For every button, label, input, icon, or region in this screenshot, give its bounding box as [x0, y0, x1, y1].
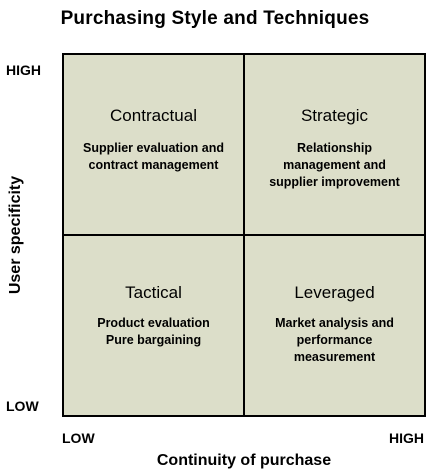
x-axis-title: Continuity of purchase: [156, 452, 332, 469]
x-axis-low-label: LOW: [62, 430, 95, 446]
diagram-title: Purchasing Style and Techniques: [60, 8, 370, 29]
quadrant-strategic: Strategic Relationship management and su…: [244, 55, 424, 235]
description-line: contract management: [88, 158, 219, 172]
quadrant-leveraged: Leveraged Market analysis and performanc…: [244, 235, 424, 415]
quadrant-contractual: Contractual Supplier evaluation and cont…: [64, 55, 244, 235]
quadrant-tactical: Tactical Product evaluation Pure bargain…: [64, 235, 244, 415]
quadrant-name: Leveraged: [294, 283, 375, 302]
quadrant-description: Market analysis and performance measurem…: [251, 315, 418, 366]
description-line: supplier improvement: [269, 175, 400, 189]
description-line: performance: [296, 333, 373, 347]
description-line: management and: [283, 158, 386, 172]
quadrant-matrix: Contractual Supplier evaluation and cont…: [62, 53, 426, 417]
description-line: Pure bargaining: [105, 333, 202, 347]
y-axis-low-label: LOW: [6, 398, 39, 414]
quadrant-name: Tactical: [125, 283, 182, 302]
description-line: measurement: [293, 350, 376, 364]
y-axis-title: User specificity: [7, 175, 24, 295]
y-axis-high-label: HIGH: [6, 62, 41, 78]
description-line: Relationship: [296, 141, 372, 155]
quadrant-description: Supplier evaluation and contract managem…: [70, 140, 237, 174]
description-line: Product evaluation: [97, 316, 210, 330]
x-axis-high-label: HIGH: [389, 430, 424, 446]
quadrant-name: Strategic: [300, 106, 369, 125]
quadrant-description: Product evaluation Pure bargaining: [70, 315, 237, 349]
quadrant-description: Relationship management and supplier imp…: [251, 140, 418, 191]
quadrant-name: Contractual: [110, 106, 197, 125]
description-line: Market analysis and: [275, 316, 394, 330]
description-line: Supplier evaluation and: [83, 141, 224, 155]
